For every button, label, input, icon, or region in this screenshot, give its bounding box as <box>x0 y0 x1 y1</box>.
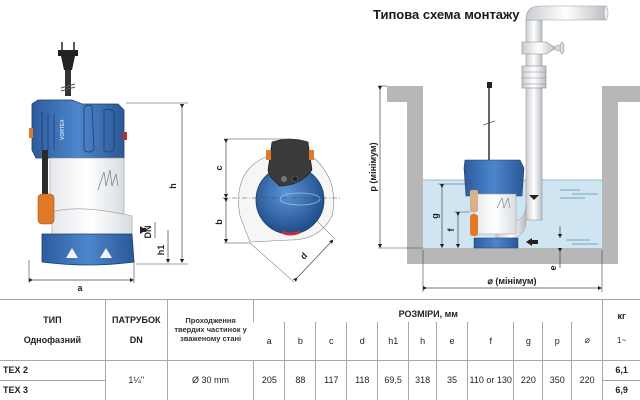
sump-walls <box>387 86 640 264</box>
dim-value: 205 <box>253 359 285 400</box>
valve <box>521 41 557 55</box>
dim-value: 110 or 130 <box>466 359 514 400</box>
dim-header: e <box>436 322 468 360</box>
front-view-drawing: VORTEX a h h1 DN <box>28 42 188 293</box>
dim-label-d: d <box>298 250 309 261</box>
dn-value: 1¼" <box>104 359 168 400</box>
installation-drawing: p (мінімум) g f e ⌀ (мінімум) <box>368 5 640 292</box>
dim-value: 220 <box>571 359 603 400</box>
pump-body <box>49 157 125 217</box>
header-type-label: ТИП <box>43 314 62 325</box>
header-outlet: ПАТРУБОК DN <box>104 300 168 360</box>
dim-header: h <box>408 322 437 360</box>
header-weight-sub: 1~ <box>602 322 640 360</box>
motor-housing <box>31 99 125 159</box>
table-row: TEX 3 6,9 <box>0 379 640 400</box>
solids-value: Ø 30 mm <box>166 359 254 400</box>
dim-header: b <box>284 322 316 360</box>
weight-value: 6,9 <box>602 379 640 400</box>
header-dimensions: РОЗМІРИ, мм <box>253 300 603 322</box>
pump-base <box>41 233 135 266</box>
dim-label-h1: h1 <box>156 245 166 256</box>
installation-title: Типова схема монтажу <box>373 7 520 22</box>
dim-header: a <box>266 335 272 346</box>
dim-value: 318 <box>408 359 437 400</box>
top-view-drawing: c b d <box>214 138 340 283</box>
dim-label-g: g <box>430 213 440 219</box>
dim-label-dn: DN <box>143 226 153 239</box>
dim-label-b: b <box>214 219 224 225</box>
dim-value: 118 <box>346 359 378 400</box>
dim-value: 35 <box>436 359 468 400</box>
table-row: TEX 2 1¼" Ø 30 mm 205 88 117 118 69,5 31… <box>0 359 640 400</box>
dim-header: f <box>466 322 514 360</box>
dim-value: 117 <box>315 359 347 400</box>
float-switch <box>37 193 55 225</box>
header-type: ТИП Однофазний <box>0 300 105 360</box>
dim-header: ⌀ <box>571 322 603 360</box>
dim-value: 350 <box>542 359 572 400</box>
dim-label-width: ⌀ (мінімум) <box>487 276 536 286</box>
dim-header: c <box>315 322 347 360</box>
dim-label-a: a <box>77 283 83 293</box>
dim-value: 88 <box>284 359 316 400</box>
dim-label-e: e <box>548 265 558 270</box>
dim-value: 220 <box>513 359 543 400</box>
dim-header: d <box>346 322 378 360</box>
dim-label-f: f <box>446 228 456 232</box>
dim-header: g <box>513 322 543 360</box>
dim-label-p: p (мінімум) <box>368 142 378 191</box>
dim-header: p <box>542 322 572 360</box>
weight-value: 6,1 <box>602 359 640 380</box>
model-name: TEX 2 <box>0 359 106 380</box>
technical-drawings: VORTEX a h h1 DN <box>28 5 640 293</box>
header-outlet-sub: DN <box>129 334 143 345</box>
header-solids-label: Проходження твердих частинок у зваженому… <box>174 316 247 344</box>
dim-label-h: h <box>168 183 178 189</box>
header-solids: Проходження твердих частинок у зваженому… <box>166 300 254 360</box>
header-type-sub: Однофазний <box>23 334 82 345</box>
header-outlet-label: ПАТРУБОК <box>112 314 161 325</box>
specifications-table: ТИП Однофазний ПАТРУБОК DN Проходження т… <box>0 300 640 400</box>
header-weight: кг <box>602 300 640 322</box>
brand-label: VORTEX <box>60 119 66 140</box>
dim-label-c: c <box>214 165 224 170</box>
model-name: TEX 3 <box>0 379 106 400</box>
dim-value: 69,5 <box>377 359 409 400</box>
table-top-rule <box>0 299 640 300</box>
dim-header: h1 <box>377 322 409 360</box>
power-plug-icon <box>58 42 78 96</box>
